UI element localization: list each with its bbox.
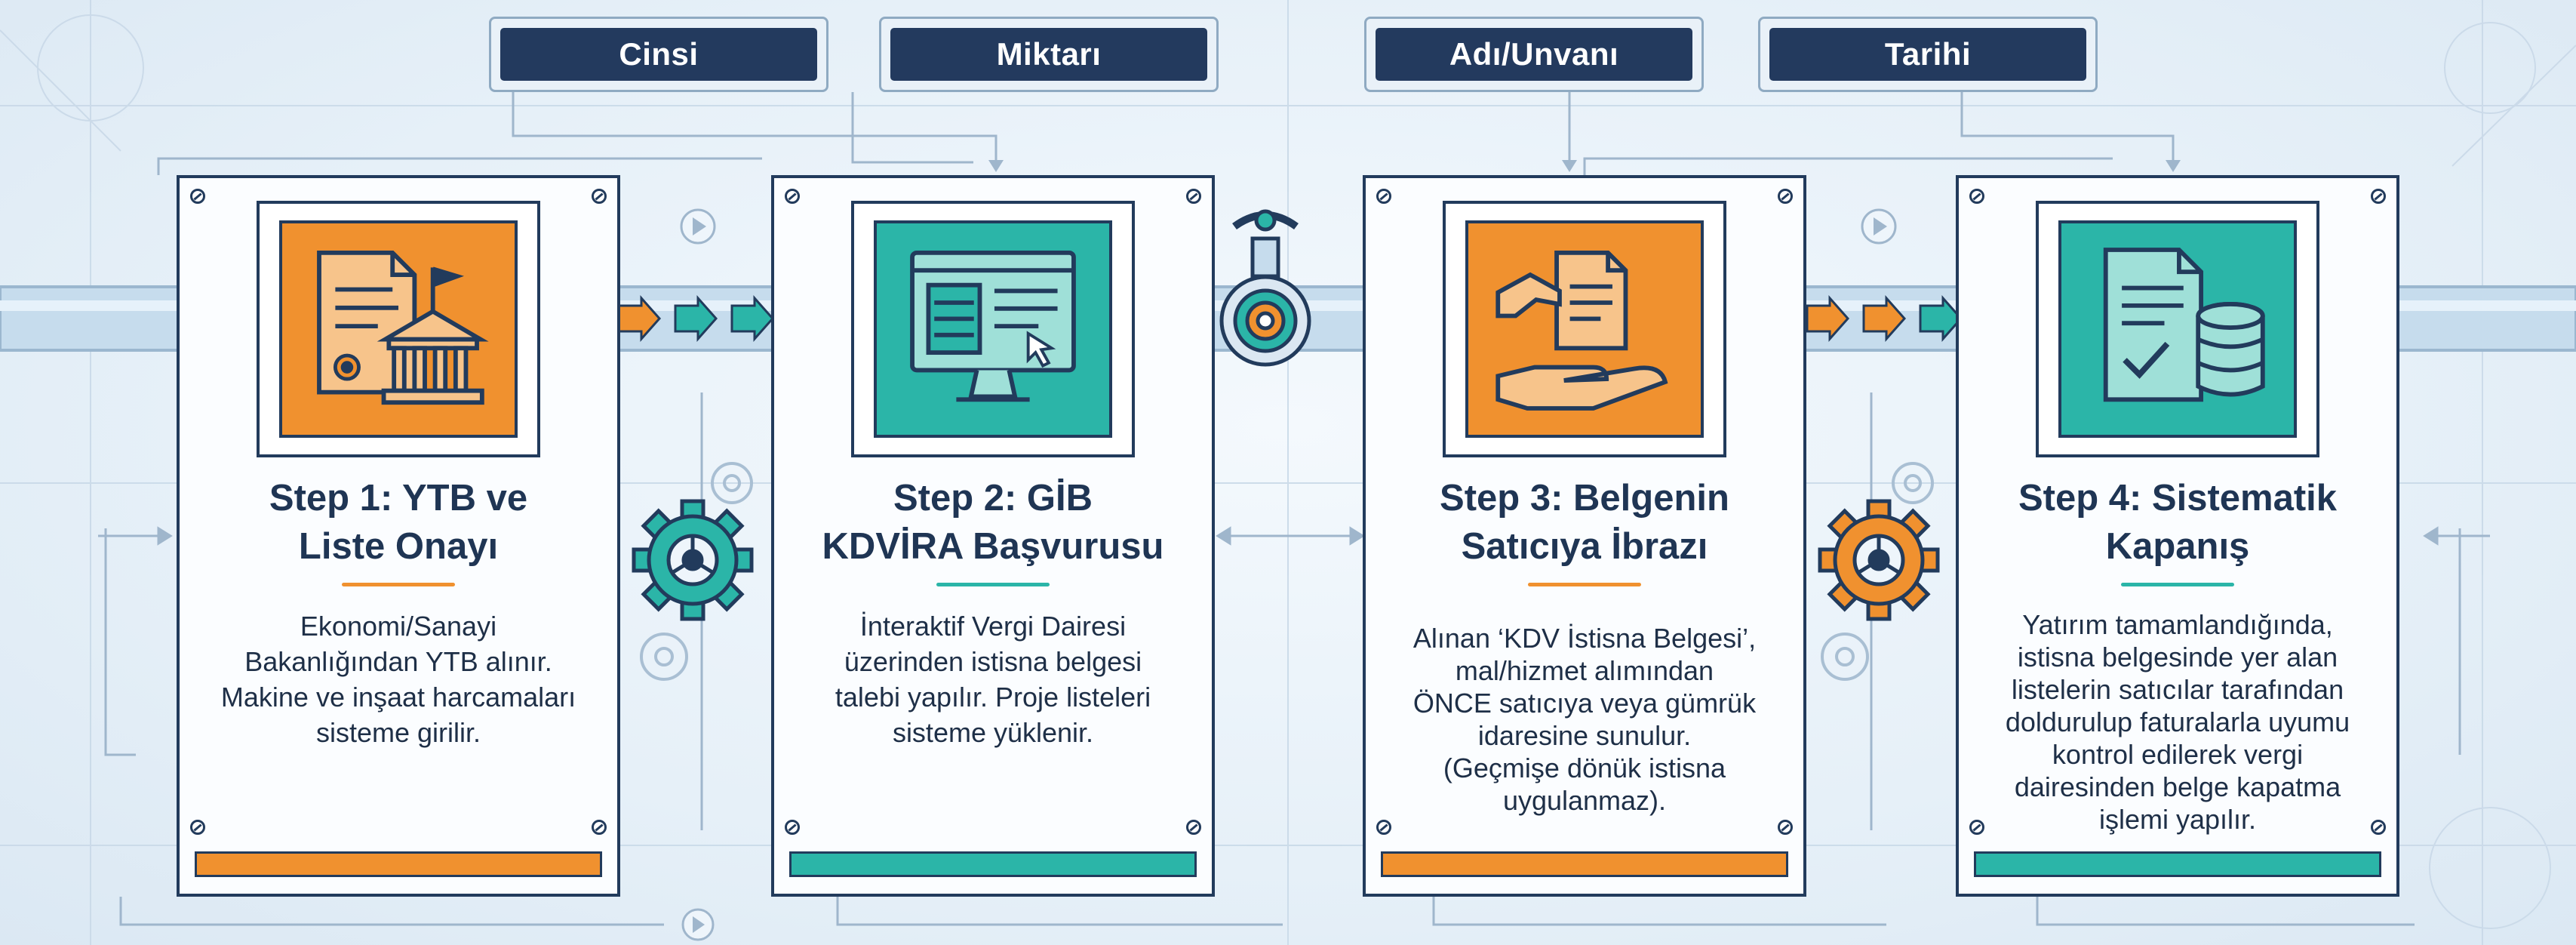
desc-line: (Geçmişe dönük istisna xyxy=(1443,753,1726,783)
desc-line: Yatırım tamamlandığında, xyxy=(2022,609,2333,640)
desc-line: doldurulup faturalarla uyumu xyxy=(2005,706,2350,737)
step-description: İnteraktif Vergi Dairesi üzerinden istis… xyxy=(797,608,1189,750)
screw-icon xyxy=(785,189,800,204)
title-underline xyxy=(342,583,455,586)
step-card-2: Step 2: GİB KDVİRA Başvurusu İnteraktif … xyxy=(771,175,1215,897)
tag-label: Adı/Unvanı xyxy=(1376,28,1692,81)
tag-adi-unvani: Adı/Unvanı xyxy=(1364,17,1704,92)
step-title: Step 1: YTB ve Liste Onayı xyxy=(195,474,602,571)
title-underline xyxy=(1528,583,1641,586)
desc-line: kontrol edilerek vergi xyxy=(2052,739,2304,770)
step-title-line2: Satıcıya İbrazı xyxy=(1461,526,1708,567)
screw-icon xyxy=(1376,189,1391,204)
desc-line: sisteme yüklenir. xyxy=(892,717,1094,748)
screw-icon xyxy=(2371,189,2386,204)
gear-icon-left xyxy=(632,499,754,621)
step-card-1: Step 1: YTB ve Liste Onayı Ekonomi/Sanay… xyxy=(177,175,620,897)
screw-icon xyxy=(190,820,205,835)
step-title-line2: Kapanış xyxy=(2105,526,2250,567)
step-title-line2: Liste Onayı xyxy=(298,526,499,567)
step-title: Step 3: Belgenin Satıcıya İbrazı xyxy=(1381,474,1788,571)
icon-frame xyxy=(851,201,1135,457)
step-title: Step 2: GİB KDVİRA Başvurusu xyxy=(789,474,1197,571)
desc-line: Ekonomi/Sanayi xyxy=(300,611,497,642)
gear-icon-right xyxy=(1818,499,1940,621)
document-government-building-icon xyxy=(279,220,518,438)
step-title: Step 4: Sistematik Kapanış xyxy=(1974,474,2381,571)
screw-icon xyxy=(592,820,607,835)
step-title-line1: Step 2: GİB xyxy=(893,478,1093,519)
step-description: Alınan ‘KDV İstisna Belgesi’, mal/hizmet… xyxy=(1388,622,1781,817)
desc-line: mal/hizmet alımından xyxy=(1455,655,1714,686)
computer-monitor-icon xyxy=(874,220,1112,438)
tag-miktari: Miktarı xyxy=(879,17,1219,92)
screw-icon xyxy=(1778,189,1793,204)
screw-icon xyxy=(1186,820,1201,835)
icon-frame xyxy=(1443,201,1726,457)
card-footer-bar xyxy=(789,851,1197,877)
card-footer-bar xyxy=(1974,851,2381,877)
screw-icon xyxy=(592,189,607,204)
tag-label: Cinsi xyxy=(500,28,817,81)
hand-document-icon xyxy=(1465,220,1704,438)
screw-icon xyxy=(785,820,800,835)
step-title-line1: Step 3: Belgenin xyxy=(1440,478,1729,519)
icon-frame xyxy=(257,201,540,457)
step-description: Yatırım tamamlandığında, istisna belgesi… xyxy=(1981,608,2374,836)
tag-cinsi: Cinsi xyxy=(489,17,828,92)
step-card-4: Step 4: Sistematik Kapanış Yatırım tamam… xyxy=(1956,175,2399,897)
step-card-3: Step 3: Belgenin Satıcıya İbrazı Alınan … xyxy=(1363,175,1806,897)
desc-line: Bakanlığından YTB alınır. xyxy=(244,646,552,677)
title-underline xyxy=(936,583,1050,586)
step-description: Ekonomi/Sanayi Bakanlığından YTB alınır.… xyxy=(202,608,595,750)
screw-icon xyxy=(1376,820,1391,835)
desc-line: listelerin satıcılar tarafından xyxy=(2011,674,2344,705)
desc-line: istisna belgesinde yer alan xyxy=(2017,642,2338,673)
document-database-icon xyxy=(2058,220,2297,438)
tag-label: Tarihi xyxy=(1769,28,2086,81)
tag-tarihi: Tarihi xyxy=(1758,17,2098,92)
step-title-line1: Step 4: Sistematik xyxy=(2018,478,2338,519)
step-title-line1: Step 1: YTB ve xyxy=(269,478,528,519)
desc-line: Makine ve inşaat harcamaları xyxy=(220,682,576,713)
desc-line: uygulanmaz). xyxy=(1502,785,1667,816)
card-footer-bar xyxy=(195,851,602,877)
desc-line: talebi yapılır. Proje listeleri xyxy=(835,682,1151,713)
tag-label: Miktarı xyxy=(890,28,1207,81)
screw-icon xyxy=(1969,820,1984,835)
desc-line: dairesinden belge kapatma xyxy=(2014,771,2341,802)
screw-icon xyxy=(1778,820,1793,835)
desc-line: üzerinden istisna belgesi xyxy=(844,646,1142,677)
screw-icon xyxy=(2371,820,2386,835)
title-underline xyxy=(2121,583,2234,586)
desc-line: ÖNCE satıcıya veya gümrük xyxy=(1412,688,1757,719)
desc-line: İnteraktif Vergi Dairesi xyxy=(859,611,1127,642)
icon-frame xyxy=(2036,201,2319,457)
desc-line: sisteme girilir. xyxy=(315,717,481,748)
screw-icon xyxy=(1186,189,1201,204)
screw-icon xyxy=(1969,189,1984,204)
step-title-line2: KDVİRA Başvurusu xyxy=(822,526,1164,567)
desc-line: idaresine sunulur. xyxy=(1477,720,1692,751)
screw-icon xyxy=(190,189,205,204)
desc-line: Alınan ‘KDV İstisna Belgesi’, xyxy=(1412,623,1757,654)
desc-line: işlemi yapılır. xyxy=(2098,804,2257,835)
card-footer-bar xyxy=(1381,851,1788,877)
